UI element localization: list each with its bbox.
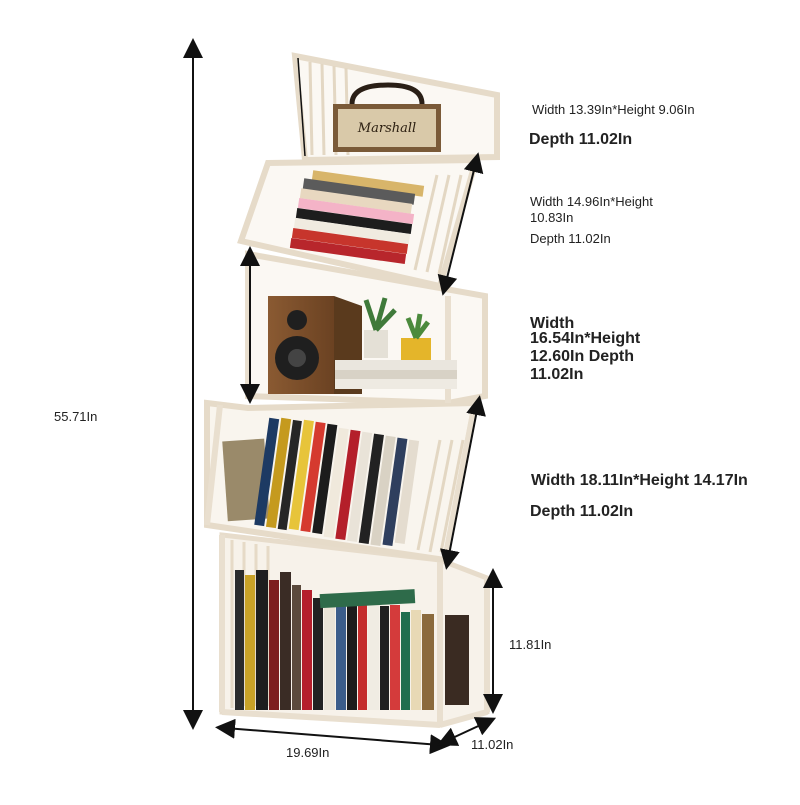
total-height-label: 55.71In: [54, 409, 98, 424]
tier-two-depth-arrow: [437, 152, 484, 296]
small-plant: [401, 313, 431, 362]
tier-three-line1: Width: [530, 315, 575, 332]
tier-three-line4: 11.02In: [530, 366, 584, 383]
tier-four-depth-arrow: [440, 395, 486, 570]
tier-four-size-label: Width 18.11In*Height 14.17In: [531, 472, 748, 489]
base-depth-arrow: [436, 717, 497, 746]
base-depth-label: 11.02In: [471, 737, 514, 752]
books-tier-four: [222, 417, 420, 546]
tier-bottom: [219, 532, 490, 728]
books-tier-two: [289, 170, 425, 265]
bottom-height-label: 11.81In: [509, 637, 552, 652]
tier-two-size-line2: 10.83In: [530, 210, 574, 225]
tier-two-size-line1: Width 14.96In*Height: [530, 194, 653, 209]
tier-four: [204, 399, 479, 564]
tier-three-line3: 12.60In Depth: [530, 348, 635, 365]
tier-three-line2: 16.54In*Height: [530, 330, 641, 347]
tier-top-height-arrow: [297, 57, 306, 157]
plant: [363, 297, 397, 358]
books-bottom: [235, 570, 469, 710]
tier-three: [245, 250, 488, 407]
tier-top: Marshall: [291, 52, 500, 164]
tier-four-depth-label: Depth 11.02In: [530, 503, 634, 520]
tier-top-size-label: Width 13.39In*Height 9.06In: [532, 102, 695, 117]
base-width-arrow: [215, 718, 450, 755]
radio-brand-label: Marshall: [357, 121, 416, 136]
tier-top-depth-label: Depth 11.02In: [529, 131, 633, 148]
base-width-label: 19.69In: [286, 745, 330, 760]
radio: Marshall: [333, 82, 441, 152]
tier-two-depth-label: Depth 11.02In: [530, 231, 611, 246]
